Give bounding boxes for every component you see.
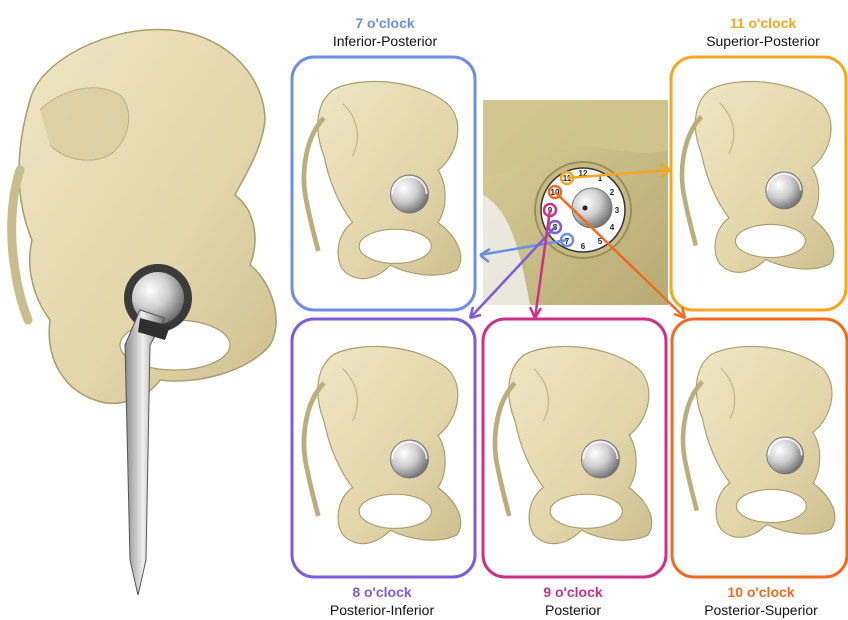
clock-num-4: 4 — [610, 223, 615, 232]
clock-num-2: 2 — [610, 188, 615, 197]
clock-num-3: 3 — [615, 206, 620, 215]
panel-9-oclock — [483, 319, 666, 577]
panel-10-oclock — [672, 319, 847, 577]
panel-11-oclock — [671, 57, 846, 310]
clock-num-6: 6 — [581, 242, 586, 251]
panel-8-oclock — [292, 319, 475, 577]
panel-7-oclock — [292, 57, 475, 310]
main-pelvis-implant — [12, 30, 276, 595]
